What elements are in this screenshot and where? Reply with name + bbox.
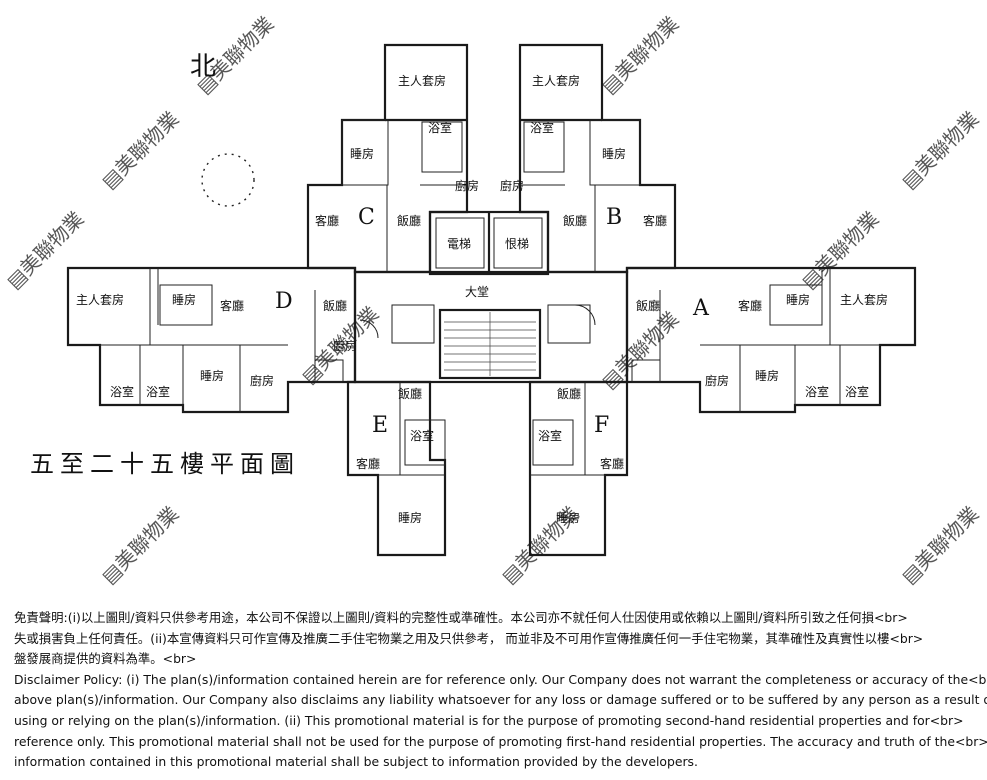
unit-f-room: 睡房 (556, 510, 580, 525)
unit-c-living: 客廳 (315, 213, 339, 228)
unit-e-room: 睡房 (398, 510, 422, 525)
unit-b-dining: 飯廳 (563, 213, 587, 228)
unit-a-master: 主人套房 (840, 292, 888, 307)
unit-b-letter: B (606, 205, 622, 230)
unit-d-bath2: 浴室 (146, 384, 170, 399)
unit-b-bath: 浴室 (530, 120, 554, 135)
plan-caption: 五至二十五樓平面圖 (30, 450, 300, 478)
unit-c-bath: 浴室 (428, 120, 452, 135)
unit-a-bath2: 浴室 (845, 384, 869, 399)
svg-text:▤美聯物業: ▤美聯物業 (597, 12, 684, 99)
unit-c-dining: 飯廳 (397, 213, 421, 228)
unit-d-living: 客廳 (220, 298, 244, 313)
svg-text:▤美聯物業: ▤美聯物業 (897, 107, 984, 194)
unit-f-dining: 飯廳 (557, 386, 581, 401)
unit-d: 主人套房 睡房 客廳 D 飯廳 廚房 睡房 廚房 浴室 浴室 (66, 266, 357, 414)
unit-d-kitchen: 廚房 (333, 338, 357, 353)
unit-d-room: 睡房 (172, 292, 196, 307)
svg-text:▤美聯物業: ▤美聯物業 (597, 307, 684, 394)
unit-b-living: 客廳 (643, 213, 667, 228)
unit-d-letter: D (275, 289, 293, 314)
unit-c-kitchen: 廚房 (455, 178, 479, 193)
watermarks: ▤美聯物業 ▤美聯物業 ▤美聯物業 ▤美聯物業 ▤美聯物業 ▤美聯物業 ▤美聯物… (2, 12, 984, 589)
unit-b-room: 睡房 (602, 146, 626, 161)
unit-f-letter: F (594, 413, 609, 438)
unit-c-room: 睡房 (350, 146, 374, 161)
unit-e: 飯廳 浴室 E 客廳 睡房 (346, 380, 447, 557)
disclaimer-line: 失或損害負上任何責任。(ii)本宣傳資料只可作宣傳及推廣二手住宅物業之用及只供參… (14, 630, 924, 646)
north-label: 北 (190, 52, 216, 82)
unit-e-living: 客廳 (356, 456, 380, 471)
unit-c: 主人套房 浴室 睡房 廚房 客廳 C 飯廳 (306, 43, 479, 274)
unit-a-living: 客廳 (738, 298, 762, 313)
unit-d-kitchen2: 廚房 (250, 373, 274, 388)
unit-f-bath: 浴室 (538, 428, 562, 443)
unit-a-bath1: 浴室 (805, 384, 829, 399)
svg-text:▤美聯物業: ▤美聯物業 (97, 107, 184, 194)
svg-text:▤美聯物業: ▤美聯物業 (797, 207, 884, 294)
unit-b-kitchen: 廚房 (500, 178, 524, 193)
unit-c-letter: C (358, 205, 375, 230)
unit-e-bath: 浴室 (410, 428, 434, 443)
disclaimer-line: 盤發展商提供的資料為準。<br> (14, 651, 197, 667)
unit-a-dining: 飯廳 (636, 298, 660, 313)
disclaimer-line: information contained in this promotiona… (14, 754, 698, 770)
svg-text:▤美聯物業: ▤美聯物業 (897, 502, 984, 589)
unit-e-letter: E (372, 413, 388, 438)
unit-e-dining: 飯廳 (398, 386, 422, 401)
unit-a: 飯廳 A 客廳 睡房 主人套房 廚房 睡房 浴室 浴室 (625, 266, 917, 414)
disclaimer-line: using or relying on the plan(s)/informat… (14, 712, 964, 728)
unit-f-living: 客廳 (600, 456, 624, 471)
unit-d-dining: 飯廳 (323, 298, 347, 313)
svg-text:▤美聯物業: ▤美聯物業 (97, 502, 184, 589)
lift-right-label: 恨梯 (505, 237, 529, 251)
unit-d-bath1: 浴室 (110, 384, 134, 399)
core: 電梯 恨梯 大堂 (353, 210, 629, 384)
unit-d-master: 主人套房 (76, 292, 124, 307)
unit-a-room: 睡房 (786, 292, 810, 307)
lobby-label: 大堂 (465, 285, 489, 299)
compass-rose (201, 153, 255, 207)
unit-d-room2: 睡房 (200, 368, 224, 383)
unit-a-letter: A (692, 296, 710, 321)
floor-plan: ▤美聯物業 ▤美聯物業 ▤美聯物業 ▤美聯物業 ▤美聯物業 ▤美聯物業 ▤美聯物… (2, 12, 984, 589)
unit-b-master: 主人套房 (532, 73, 580, 88)
lift-left-label: 電梯 (447, 237, 471, 251)
svg-text:▤美聯物業: ▤美聯物業 (2, 207, 89, 294)
unit-f: 飯廳 浴室 F 客廳 睡房 (528, 380, 629, 557)
disclaimer: 免責聲明:(i)以上圖則/資料只供參考用途，本公司不保證以上圖則/資料的完整性或… (14, 608, 987, 773)
unit-a-kitchen: 廚房 (705, 373, 729, 388)
disclaimer-line: above plan(s)/information. Our Company a… (14, 692, 987, 708)
disclaimer-line: 免責聲明:(i)以上圖則/資料只供參考用途，本公司不保證以上圖則/資料的完整性或… (14, 610, 908, 625)
unit-a-room2: 睡房 (755, 368, 779, 383)
disclaimer-line: reference only. This promotional materia… (14, 733, 987, 749)
unit-c-master: 主人套房 (398, 73, 446, 88)
disclaimer-line: Disclaimer Policy: (i) The plan(s)/infor… (14, 671, 987, 687)
